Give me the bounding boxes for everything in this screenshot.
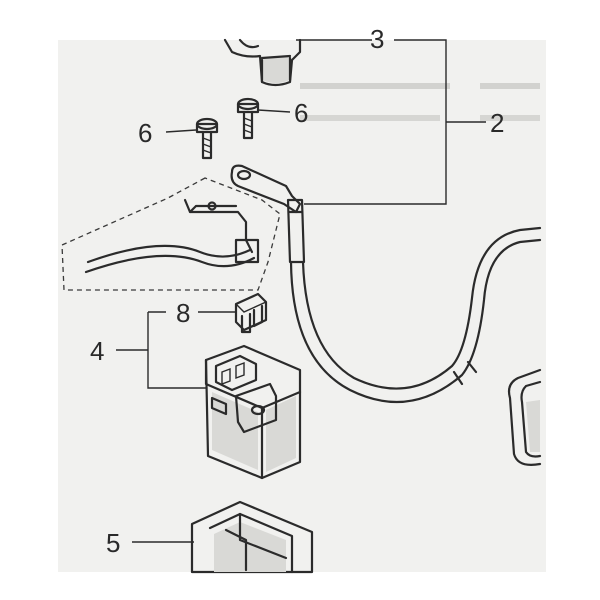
- callout-labels: 3 6 6 2 8 4 5: [90, 24, 504, 558]
- part-right-edge-component: [507, 368, 542, 466]
- part-bolt-right: [236, 97, 260, 140]
- bleed-through-marks: [300, 83, 540, 121]
- callout-3: 3: [370, 24, 384, 54]
- callout-4: 4: [90, 336, 104, 366]
- part-starter-solenoid-top: [223, 38, 302, 87]
- part-relay-holder: [190, 500, 314, 574]
- callout-6-left: 6: [138, 118, 152, 148]
- callout-5: 5: [106, 528, 120, 558]
- part-starter-relay: [204, 344, 302, 480]
- paper-background: [58, 40, 546, 572]
- part-battery-cable: [230, 164, 542, 404]
- alternate-cable-dashed-outline: [61, 177, 281, 291]
- part-fuse-clip: [234, 292, 268, 334]
- callout-8: 8: [176, 298, 190, 328]
- part-bolt-left: [195, 117, 219, 160]
- callout-6-right: 6: [294, 98, 308, 128]
- leader-lines: [116, 39, 486, 543]
- callout-2: 2: [490, 108, 504, 138]
